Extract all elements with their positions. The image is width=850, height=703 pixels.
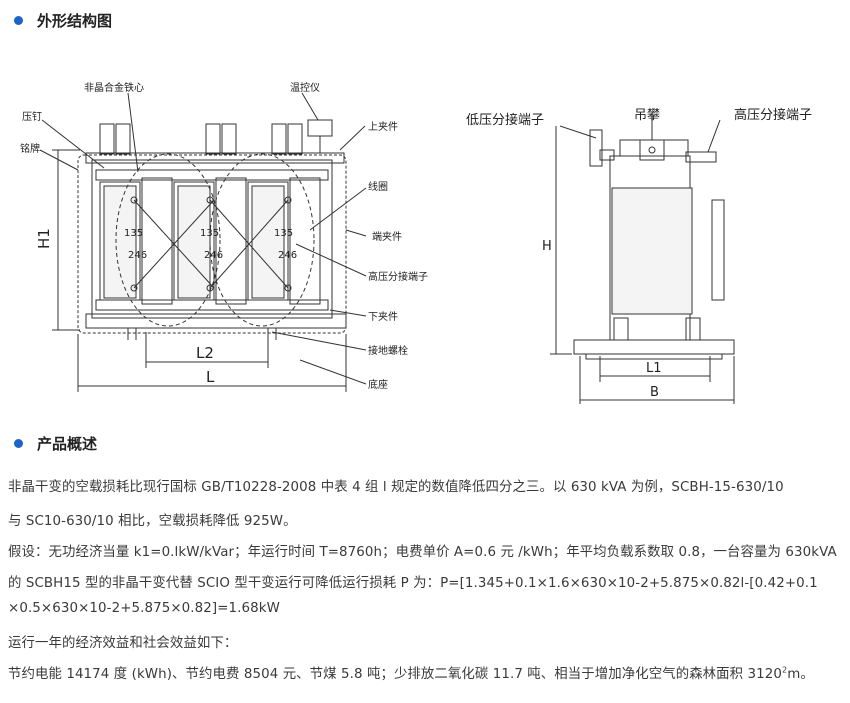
tap-bottom-3: 246	[278, 250, 297, 261]
bullet-icon	[14, 16, 23, 25]
tap-top-2: 135	[200, 228, 219, 239]
tap-top-3: 135	[274, 228, 293, 239]
tap-bottom-1: 246	[128, 250, 147, 261]
paragraph-line-6: 运行一年的经济效益和社会效益如下：	[8, 636, 238, 651]
paragraph-line-7-text: 节约电能 14174 度 (kWh)、节约电费 8504 元、节煤 5.8 吨；…	[8, 667, 782, 682]
label-hv-tap-left: 高压分接端子	[368, 270, 428, 283]
section-title-text: 产品概述	[37, 435, 98, 453]
side-base	[573, 339, 735, 355]
paragraph-line-7: 节约电能 14174 度 (kWh)、节约电费 8504 元、节煤 5.8 吨；…	[8, 662, 814, 682]
label-press-nail: 压钉	[22, 111, 42, 123]
label-lower-clamp: 下夹件	[368, 310, 398, 323]
base-plate	[85, 313, 347, 329]
label-upper-clamp: 上夹件	[368, 120, 398, 133]
dim-l1: L1	[646, 361, 662, 376]
core-frame	[91, 159, 333, 319]
upper-clamp-bar	[85, 152, 345, 164]
label-thermo: 温控仪	[290, 81, 320, 94]
paragraph-line-5: ×0.5×630×10-2+5.875×0.82]=1.68kW	[8, 601, 280, 616]
label-coil: 线圈	[368, 180, 388, 193]
exterior-structure-drawing: 非晶合金铁心 温控仪 压钉 上夹件 铭牌 线圈 端夹件 高压分接端子 下夹件 接…	[20, 81, 812, 404]
section-title-exterior: 外形结构图	[14, 10, 112, 31]
label-hv-tap-right: 高压分接端子	[734, 107, 812, 123]
label-nameplate: 铭牌	[20, 142, 40, 155]
paragraph-line-1: 非晶干变的空载损耗比现行国标 GB/T10228-2008 中表 4 组 l 规…	[8, 480, 784, 495]
paragraph-line-4: 的 SCBH15 型的非晶干变代替 SCIO 型干变运行可降低运行损耗 P 为：…	[8, 576, 818, 591]
superscript: 2	[782, 665, 788, 675]
thermostat-box	[307, 119, 333, 137]
tap-bottom-2: 246	[204, 250, 223, 261]
dim-b: B	[650, 385, 659, 400]
dim-l2: L2	[196, 344, 214, 362]
bullet-icon	[14, 439, 23, 448]
paragraph-line-2: 与 SC10-630/10 相比，空载损耗降低 925W。	[8, 514, 297, 529]
label-lifting: 吊攀	[634, 108, 660, 123]
tap-top-1: 135	[124, 228, 143, 239]
label-core: 非晶合金铁心	[84, 81, 144, 94]
label-lv-tap: 低压分接端子	[466, 112, 544, 128]
outer-frame	[77, 154, 347, 334]
label-end-clamp: 端夹件	[372, 230, 402, 243]
dim-l: L	[206, 368, 215, 386]
unit: m。	[787, 667, 814, 682]
dim-h1: H1	[35, 228, 53, 249]
label-ground-bolt: 接地螺栓	[368, 344, 408, 357]
paragraph-line-3: 假设：无功经济当量 k1=0.lkW/kVar；年运行时间 T=8760h；电费…	[8, 545, 837, 560]
section-title-overview: 产品概述	[14, 433, 97, 454]
label-base: 底座	[368, 378, 388, 391]
dim-h: H	[542, 239, 552, 254]
section-title-text: 外形结构图	[37, 12, 113, 30]
